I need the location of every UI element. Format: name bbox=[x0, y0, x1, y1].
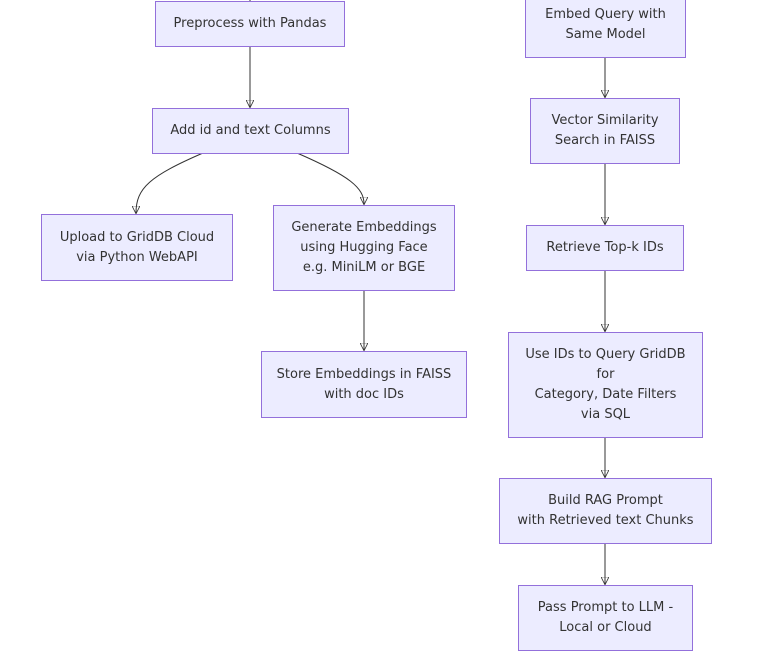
node-preprocess-label: Preprocess with Pandas bbox=[173, 16, 327, 31]
edge-add-columns-to-generate-embeddings bbox=[296, 152, 364, 204]
node-embed-query: Embed Query with Same Model bbox=[525, 0, 686, 58]
node-build-prompt-label: Build RAG Prompt with Retrieved text Chu… bbox=[517, 493, 694, 528]
node-generate-embeddings: Generate Embeddings using Hugging Face e… bbox=[273, 205, 455, 291]
node-query-griddb-label: Use IDs to Query GridDB for Category, Da… bbox=[525, 347, 686, 422]
node-add-columns: Add id and text Columns bbox=[152, 108, 349, 154]
node-generate-embeddings-label: Generate Embeddings using Hugging Face e… bbox=[291, 220, 437, 275]
node-query-griddb: Use IDs to Query GridDB for Category, Da… bbox=[508, 332, 703, 438]
edge-add-columns-to-upload bbox=[136, 152, 204, 213]
node-vector-search: Vector Similarity Search in FAISS bbox=[530, 98, 680, 164]
node-add-columns-label: Add id and text Columns bbox=[170, 123, 331, 138]
node-build-prompt: Build RAG Prompt with Retrieved text Chu… bbox=[499, 478, 712, 544]
node-vector-search-label: Vector Similarity Search in FAISS bbox=[551, 113, 659, 148]
node-retrieve-topk-label: Retrieve Top-k IDs bbox=[546, 240, 664, 255]
node-pass-llm-label: Pass Prompt to LLM - Local or Cloud bbox=[537, 600, 674, 635]
node-retrieve-topk: Retrieve Top-k IDs bbox=[526, 225, 684, 271]
node-pass-llm: Pass Prompt to LLM - Local or Cloud bbox=[518, 585, 693, 651]
node-embed-query-label: Embed Query with Same Model bbox=[545, 6, 666, 42]
node-upload-label: Upload to GridDB Cloud via Python WebAPI bbox=[59, 229, 215, 265]
node-upload: Upload to GridDB Cloud via Python WebAPI bbox=[41, 214, 233, 281]
node-preprocess: Preprocess with Pandas bbox=[155, 1, 345, 47]
node-store-faiss-label: Store Embeddings in FAISS with doc IDs bbox=[276, 366, 452, 402]
node-store-faiss: Store Embeddings in FAISS with doc IDs bbox=[261, 351, 467, 418]
